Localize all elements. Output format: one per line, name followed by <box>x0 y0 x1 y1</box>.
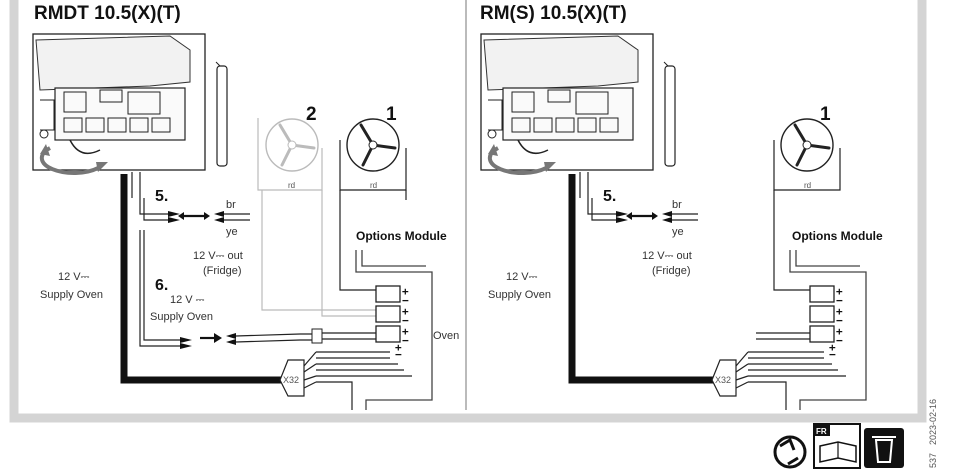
svg-text:−: − <box>836 294 843 307</box>
fridge-label-left: (Fridge) <box>203 265 242 277</box>
svg-text:−: − <box>836 334 843 347</box>
wire-ye-label-left: ye <box>226 226 238 238</box>
svg-text:−: − <box>402 314 409 327</box>
x32-label-right: X32 <box>715 375 731 385</box>
svg-text:+: + <box>836 325 843 338</box>
temperature-probe-right <box>663 61 676 167</box>
options-module-label-right: Options Module <box>792 229 883 243</box>
language-badge: FR <box>816 427 827 436</box>
supply6-voltage-label: 12 V ⎓ <box>170 294 205 306</box>
fan-2-wire-label: rd <box>288 181 295 190</box>
fan-1-wire-label-left: rd <box>370 181 377 190</box>
svg-text:−: − <box>402 334 409 347</box>
instruction-manual-icon: FR <box>813 423 861 469</box>
step-5-label-right: 5. <box>603 188 616 205</box>
doc-date: 2023-02-16 <box>928 399 938 445</box>
x32-connector-left: X32 <box>279 351 317 397</box>
panel-right: RM(S) 10.5(X)(T) 5. <box>477 0 883 410</box>
wire-br-label-right: br <box>672 199 682 211</box>
doc-code: 537 <box>928 453 938 468</box>
options-module-right: +− +− +− +− <box>748 250 867 410</box>
x32-label-left: X32 <box>283 375 299 385</box>
fan-number-2: 2 <box>306 104 317 125</box>
options-module-label-left: Options Module <box>356 229 447 243</box>
connect-arrow-5-right <box>626 212 658 220</box>
step-5-label-left: 5. <box>155 188 168 205</box>
out-label-right: 12 V⎓ out <box>642 250 692 262</box>
fridge-label-right: (Fridge) <box>652 265 691 277</box>
panel-title-left: RMDT 10.5(X)(T) <box>34 3 181 24</box>
supply-voltage-label-left: 12 V⎓ <box>58 271 90 283</box>
wire-br-label-left: br <box>226 199 236 211</box>
svg-text:−: − <box>395 348 402 361</box>
recycle-bin-icon <box>864 428 904 468</box>
options-module-left: +− +− +− +− <box>316 250 433 410</box>
fan-number-1-right: 1 <box>820 104 831 125</box>
connect-arrow-5-left <box>178 212 210 220</box>
svg-text:−: − <box>836 314 843 327</box>
supply6-oven-label: Supply Oven <box>150 311 213 323</box>
wire-ye-label-right: ye <box>672 226 684 238</box>
temperature-probe <box>215 61 228 167</box>
recycle-arrows-icon <box>773 435 807 469</box>
svg-text:+: + <box>836 285 843 298</box>
fan-number-1-left: 1 <box>386 104 397 125</box>
x32-connector-right: X32 <box>711 351 749 397</box>
out-label-left: 12 V⎓ out <box>193 250 243 262</box>
svg-text:+: + <box>836 305 843 318</box>
fan-2-faded: rd <box>257 118 376 317</box>
connect-arrow-6 <box>200 333 222 343</box>
fan-1-right: rd <box>773 118 841 291</box>
supply-cable-right <box>568 174 720 384</box>
svg-text:−: − <box>829 348 836 361</box>
control-board-illustration-right <box>480 33 654 176</box>
panel-left: RMDT 10.5(X)(T) <box>30 0 459 410</box>
fan-1-wire-label-right: rd <box>804 181 811 190</box>
svg-text:−: − <box>402 294 409 307</box>
control-board-illustration <box>32 33 206 176</box>
supply-oven-label-right: Supply Oven <box>488 289 551 301</box>
supply-cable <box>120 174 288 384</box>
svg-text:+: + <box>402 325 409 338</box>
panel-frame <box>9 0 927 423</box>
svg-text:+: + <box>395 341 402 354</box>
svg-text:+: + <box>402 285 409 298</box>
supply-oven-label-left: Supply Oven <box>40 289 103 301</box>
supply-voltage-label-right: 12 V⎓ <box>506 271 538 283</box>
fan-1-left: rd <box>339 118 407 291</box>
svg-text:+: + <box>829 341 836 354</box>
svg-text:+: + <box>402 305 409 318</box>
step-6-label: 6. <box>155 277 168 294</box>
panel-title-right: RM(S) 10.5(X)(T) <box>480 3 627 24</box>
oven-label: Oven <box>433 330 459 342</box>
